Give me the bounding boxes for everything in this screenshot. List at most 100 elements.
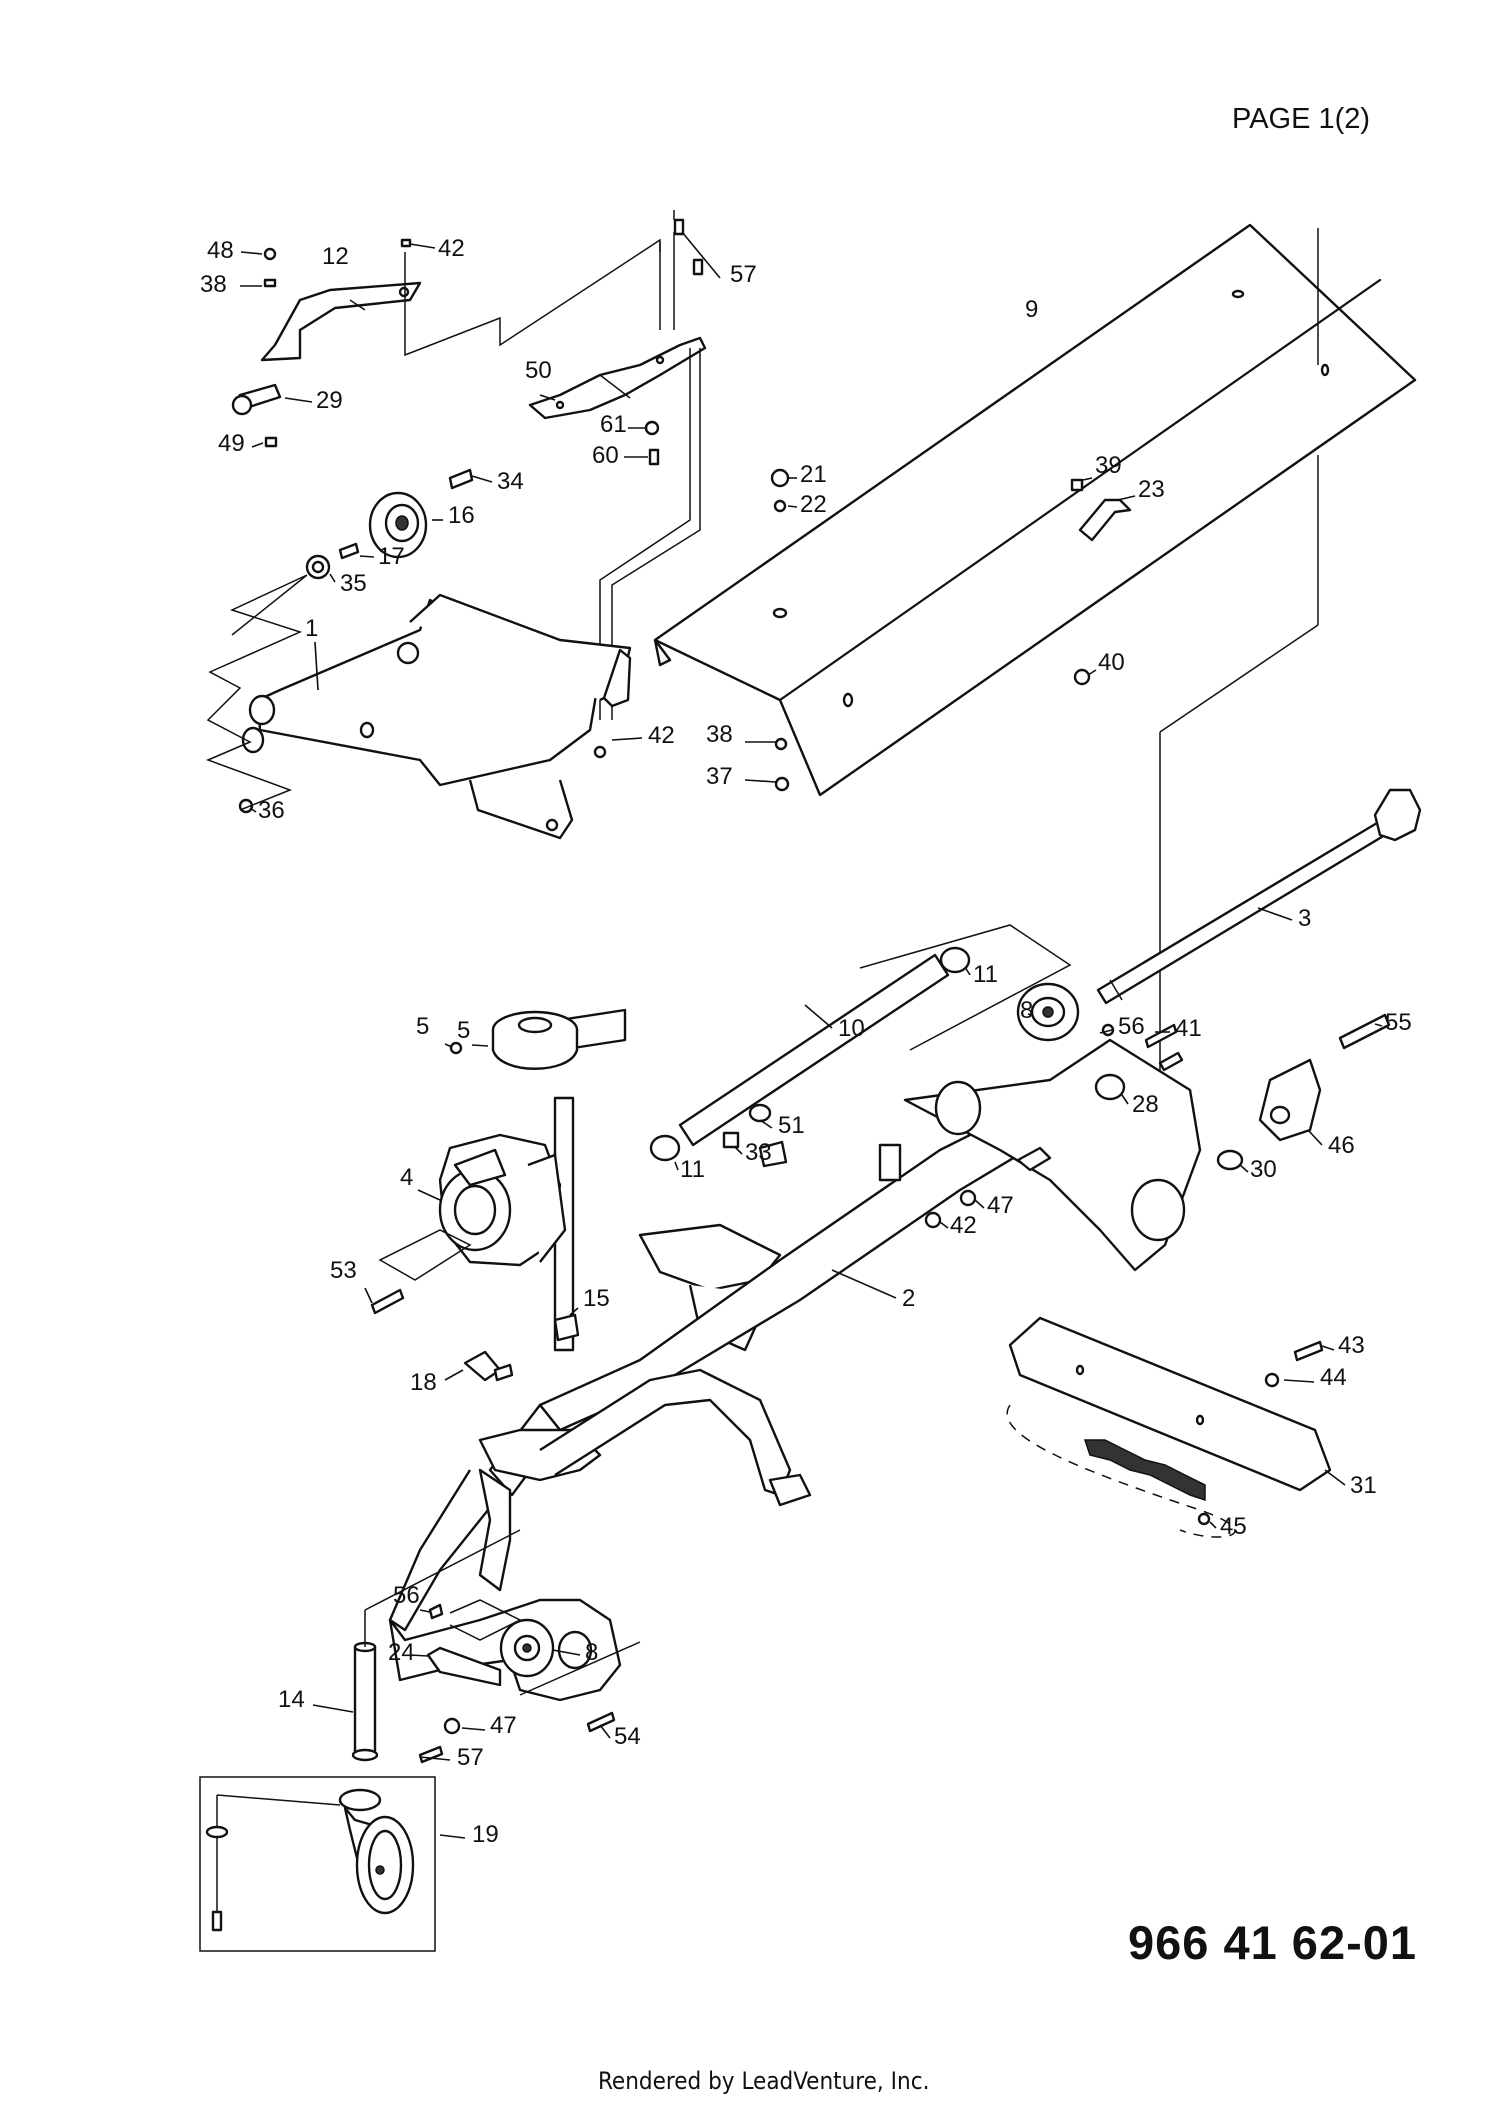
callout-17: 17 <box>359 543 405 570</box>
callout-4: 4 <box>400 1164 441 1201</box>
callout-label: 47 <box>987 1192 1014 1219</box>
callout-label: 17 <box>378 543 405 570</box>
callout-53: 53 <box>330 1257 373 1304</box>
callout-19: 19 <box>439 1821 499 1848</box>
callout-leader <box>964 966 971 976</box>
callout-label: 15 <box>583 1285 610 1312</box>
callout-28: 28 <box>1121 1091 1159 1118</box>
callout-label: 55 <box>1385 1009 1412 1036</box>
callout-leader <box>804 1004 833 1029</box>
callout-leader <box>312 1704 354 1713</box>
callout-leader <box>1117 495 1136 501</box>
callout-11: 11 <box>674 1156 705 1183</box>
callout-leader <box>674 1161 679 1171</box>
callout-label: 28 <box>1132 1091 1159 1118</box>
callout-label: 51 <box>778 1112 805 1139</box>
callout-label: 50 <box>525 357 552 384</box>
callout-label: 45 <box>1220 1513 1247 1540</box>
callout-48: 48 <box>207 237 263 264</box>
callout-leader <box>284 397 313 403</box>
callout-label: 9 <box>1025 296 1038 323</box>
callout-38: 38 <box>200 271 262 298</box>
callout-leader <box>444 1369 464 1381</box>
callout-14: 14 <box>278 1686 354 1713</box>
callout-leader <box>1121 1094 1129 1105</box>
callout-60: 60 <box>592 442 648 469</box>
callout-label: 61 <box>600 411 627 438</box>
callout-51: 51 <box>759 1112 805 1139</box>
callout-10: 10 <box>804 1004 865 1042</box>
callout-label: 42 <box>648 722 675 749</box>
callout-leader <box>681 231 721 279</box>
callout-label: 38 <box>200 271 227 298</box>
chain-45 <box>1006 1404 1236 1538</box>
callout-label: 19 <box>472 1821 499 1848</box>
callout-label: 49 <box>218 430 245 457</box>
callout-leader <box>569 1307 579 1316</box>
callout-leader <box>359 555 375 558</box>
drive-shaft-3 <box>1096 788 1422 1005</box>
main-frame-2 <box>388 1008 1202 1702</box>
callout-leader <box>1374 1023 1383 1027</box>
callout-54: 54 <box>599 1723 641 1750</box>
callout-leader <box>759 1119 773 1129</box>
caster-wheel-19 <box>205 1788 415 1932</box>
callout-18: 18 <box>410 1369 464 1396</box>
callout-label: 60 <box>592 442 619 469</box>
callout-leader <box>744 779 777 783</box>
callout-56: 56 <box>1099 1013 1145 1040</box>
callout-label: 14 <box>278 1686 305 1713</box>
callout-label: 11 <box>680 1156 705 1183</box>
callout-5: 5 <box>416 1013 453 1048</box>
pulley-5 <box>449 1010 579 1070</box>
callout-leader <box>1099 1029 1113 1034</box>
callout-label: 44 <box>1320 1364 1347 1391</box>
callout-label: 2 <box>902 1285 915 1312</box>
callout-label: 23 <box>1138 476 1165 503</box>
callout-leader <box>787 505 798 508</box>
callout-label: 42 <box>438 235 465 262</box>
callout-label: 47 <box>490 1712 517 1739</box>
callout-49: 49 <box>218 430 264 457</box>
callout-8: 8 <box>552 1639 598 1666</box>
callout-42: 42 <box>409 235 465 262</box>
callout-label: 43 <box>1338 1332 1365 1359</box>
callout-leader <box>974 1199 985 1209</box>
callout-8: 8 <box>1020 997 1033 1024</box>
idler-pulley-16 <box>305 468 474 580</box>
callout-44: 44 <box>1283 1364 1347 1391</box>
callout-47: 47 <box>461 1712 517 1739</box>
callout-label: 46 <box>1328 1132 1355 1159</box>
bracket-12 <box>231 238 422 448</box>
callout-31: 31 <box>1324 1469 1377 1499</box>
callout-leader <box>611 737 643 741</box>
callout-39: 39 <box>1082 452 1122 481</box>
callout-37: 37 <box>706 763 777 790</box>
callout-12: 12 <box>322 243 349 270</box>
callout-leader <box>552 1649 581 1656</box>
callout-leader <box>471 1044 489 1047</box>
bearing-hub-8-top <box>1016 982 1178 1049</box>
callout-24: 24 <box>388 1639 429 1666</box>
diagram-part-number: 966 41 62-01 <box>1128 1916 1418 1969</box>
callout-22: 22 <box>787 491 827 518</box>
callout-leader <box>240 251 263 255</box>
callout-41: 41 <box>1155 1015 1202 1042</box>
callout-label: 29 <box>316 387 343 414</box>
callout-label: 57 <box>457 1744 484 1771</box>
callout-label: 57 <box>730 261 757 288</box>
callout-leader <box>1082 477 1093 481</box>
callout-label: 8 <box>1020 997 1033 1024</box>
callout-label: 30 <box>1250 1156 1277 1183</box>
callout-leader <box>1087 669 1097 676</box>
callout-label: 11 <box>973 961 998 988</box>
callout-leader <box>1239 1164 1249 1173</box>
callout-29: 29 <box>284 387 343 414</box>
callout-15: 15 <box>569 1285 610 1316</box>
callout-leader <box>419 1609 431 1613</box>
callout-56: 56 <box>393 1582 431 1613</box>
callout-label: 22 <box>800 491 827 518</box>
callout-leader <box>1257 907 1293 921</box>
callout-leader <box>1324 1469 1346 1486</box>
